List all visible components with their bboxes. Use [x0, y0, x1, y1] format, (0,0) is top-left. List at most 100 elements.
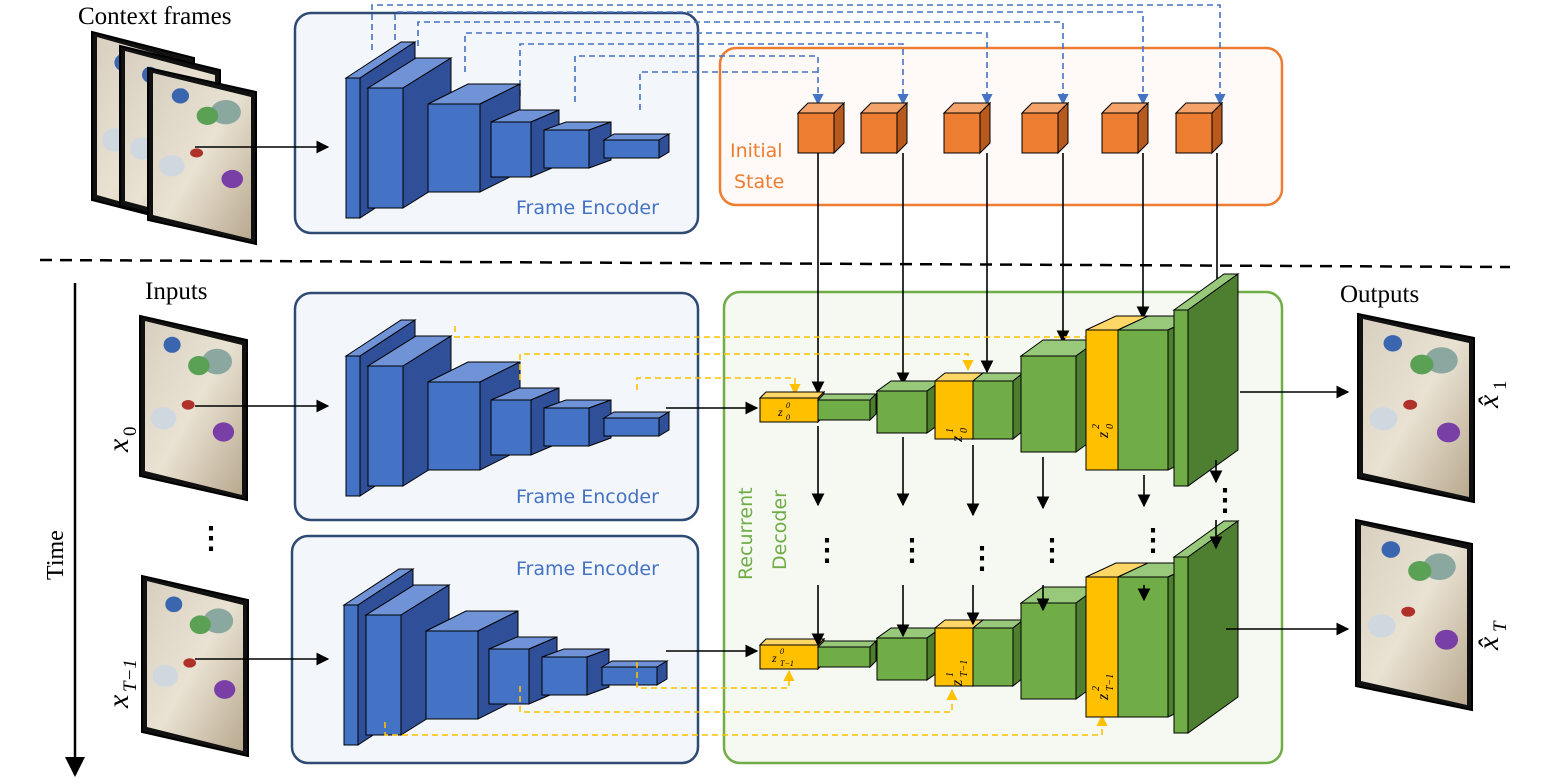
context-skip-connections	[371, 4, 1226, 110]
initial-state-box	[718, 46, 1284, 207]
frame-encoder-top	[344, 319, 671, 497]
input-frame-xT-1	[141, 574, 249, 758]
zT1-main: z	[949, 679, 966, 687]
decoder-level1-block	[971, 371, 1025, 441]
label-xhat1: x̂ 1	[1472, 381, 1511, 410]
state-to-decoder-arrows	[811, 153, 1224, 395]
output-frame-xhat1	[1357, 312, 1475, 504]
label-z0-1: z 1 0	[945, 428, 970, 443]
x0-main: x	[102, 438, 135, 453]
decoder-row-top	[758, 273, 1240, 487]
input-ellipsis: ⋮	[196, 522, 226, 555]
decoder-ellipsis-2: ⋮	[897, 534, 927, 567]
z00-main: z	[777, 405, 783, 419]
z01-main: z	[949, 435, 966, 443]
xhatT-sub: T	[1490, 620, 1511, 632]
decoder-up1-block	[875, 627, 943, 681]
zT2-sub: T−1	[1105, 674, 1116, 691]
context-frames-label: Context frames	[78, 3, 231, 30]
zT0-sub: T−1	[780, 659, 794, 668]
state-cube-5	[1100, 101, 1150, 155]
decoder-level0-block	[816, 392, 878, 422]
frame-image	[1357, 312, 1475, 504]
decoder-ellipsis-1: ⋮	[812, 534, 842, 567]
encoder-layer-5	[541, 648, 610, 696]
state-cube-2	[859, 101, 909, 155]
label-x0: x 0	[102, 427, 141, 454]
z00-sub: 0	[786, 413, 790, 422]
z01-sub: 0	[959, 428, 970, 433]
inputs-label: Inputs	[145, 278, 208, 305]
recurrent-decoder-label-1: Recurrent	[735, 487, 757, 580]
ellipsis-group: ⋮ ⋮ ⋮ ⋮ ⋮ ⋮ ⋮	[196, 484, 1240, 575]
zT0-sup: 0	[780, 647, 784, 656]
label-z0-0: z 0 0	[777, 401, 790, 422]
label-zT-1: z 1 T−1	[945, 660, 970, 687]
decoder-z-level0	[758, 390, 826, 424]
separator-line	[39, 258, 1511, 269]
frame-image	[1355, 518, 1473, 712]
x0-sub: 0	[120, 427, 141, 437]
frame-encoder-bottom	[342, 568, 669, 746]
decoder-ellipsis-4: ⋮	[1037, 534, 1067, 567]
recurrent-decoder-label-2: Decoder	[769, 490, 791, 570]
decoder-ellipsis-5: ⋮	[1138, 524, 1168, 557]
recurrent-arrows	[811, 426, 1223, 647]
z02-sup: 2	[1091, 424, 1102, 429]
decoder-ellipsis-6: ⋮	[1210, 484, 1240, 517]
frame-image	[147, 66, 257, 246]
initial-state-label-1: Initial	[730, 140, 783, 162]
zT1-sub: T−1	[959, 660, 970, 677]
label-zT-0: z 0 T−1	[771, 647, 794, 668]
decoder-ellipsis-3: ⋮	[967, 542, 997, 575]
yellow-skip-top	[454, 326, 1114, 396]
yellow-skip-bottom	[384, 662, 1108, 736]
label-zT-2: z 2 T−1	[1091, 674, 1116, 701]
initial-state-label-2: State	[734, 171, 784, 193]
decoder-output-block	[1172, 520, 1240, 734]
z02-main: z	[1095, 431, 1112, 439]
input-frame-x0	[139, 314, 248, 502]
label-z0-2: z 2 0	[1091, 424, 1116, 439]
decoder-level0-block	[816, 639, 878, 669]
encoder-layer-6	[600, 660, 669, 686]
frame-image	[141, 574, 249, 758]
state-cube-4	[1020, 101, 1070, 155]
xhat1-main: x̂	[1472, 394, 1505, 409]
decoder-level1-block	[971, 618, 1025, 688]
encoder-layer-6	[602, 411, 671, 437]
z00-sup: 0	[786, 401, 790, 410]
frame-encoder-label-top: Frame Encoder	[516, 486, 659, 508]
decoder-up1-block	[875, 380, 943, 434]
zT0-main: z	[771, 651, 777, 665]
label-xhatT: x̂ T	[1472, 620, 1511, 651]
z01-sup: 1	[945, 428, 956, 433]
xhat1-sub: 1	[1490, 381, 1511, 391]
encoder-layer-5	[543, 399, 612, 447]
context-frames-stack	[91, 30, 257, 246]
state-cube-1	[796, 101, 846, 155]
frame-image	[139, 314, 248, 502]
encoder-layer-5	[543, 121, 612, 169]
xT1-sub: T−1	[120, 659, 141, 692]
zT1-sup: 1	[945, 672, 956, 677]
frame-encoder-context	[344, 41, 671, 219]
frame-encoder-label-context: Frame Encoder	[516, 197, 659, 219]
time-label: Time	[43, 530, 69, 580]
encoder-layer-6	[602, 133, 671, 159]
xT1-main: x	[102, 694, 135, 709]
zT2-sup: 2	[1091, 686, 1102, 691]
decoder-output-block	[1172, 273, 1240, 487]
frame-encoder-label-bottom: Frame Encoder	[516, 558, 659, 580]
outputs-label: Outputs	[1340, 281, 1419, 308]
xhatT-main: x̂	[1472, 636, 1505, 651]
output-frame-xhatT	[1355, 518, 1473, 712]
initial-state-cubes	[796, 101, 1224, 155]
flow-arrows	[195, 140, 1350, 666]
zT2-main: z	[1095, 693, 1112, 701]
state-cube-3	[942, 101, 992, 155]
z02-sub: 0	[1105, 424, 1116, 429]
encoder-layer-3	[425, 610, 519, 720]
decoder-row-bottom	[758, 520, 1240, 734]
